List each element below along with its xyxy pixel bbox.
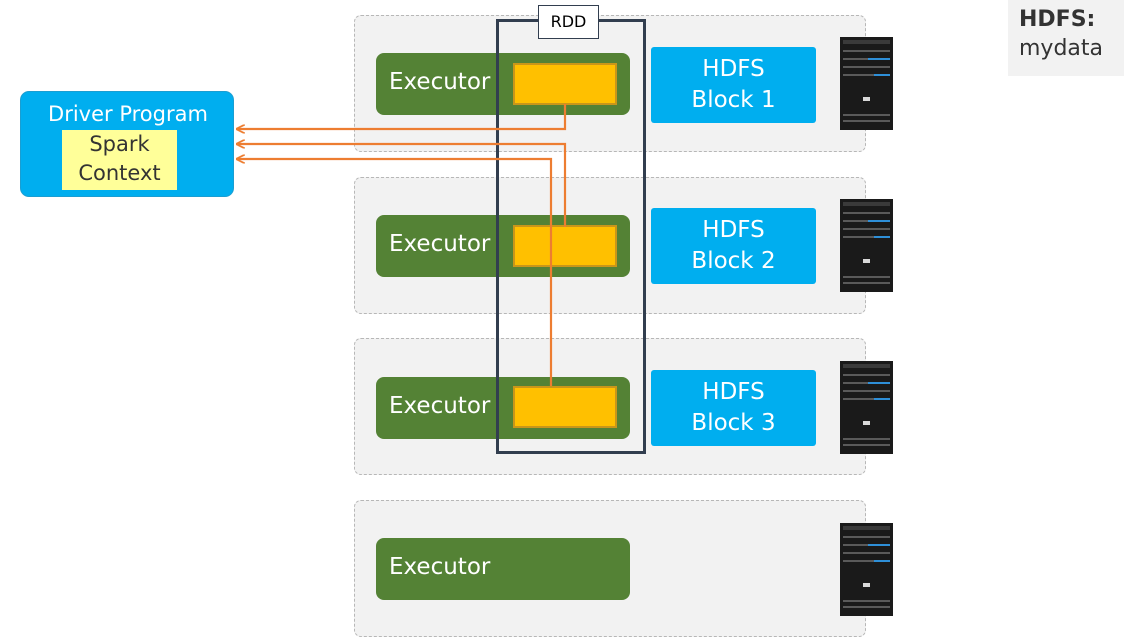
executor-4: Executor <box>376 538 630 600</box>
driver-program-title: Driver Program <box>48 102 208 126</box>
hdfs-block-line2: Block 3 <box>691 410 776 436</box>
driver-program: Driver Program Spark Context <box>20 91 234 197</box>
arrow-partition-3 <box>237 159 553 386</box>
server-rack-icon <box>840 523 893 616</box>
hdfs-block-line2: Block 1 <box>691 87 776 113</box>
executor-label: Executor <box>389 69 491 95</box>
hdfs-file-title: HDFS: <box>1019 7 1096 32</box>
hdfs-block-line1: HDFS <box>702 379 765 405</box>
hdfs-block-1: HDFS Block 1 <box>651 47 816 123</box>
hdfs-block-line2: Block 2 <box>691 248 776 274</box>
hdfs-block-3: HDFS Block 3 <box>651 370 816 446</box>
hdfs-block-2: HDFS Block 2 <box>651 208 816 284</box>
server-rack-icon <box>840 361 893 454</box>
executor-label: Executor <box>389 231 491 257</box>
rdd-label: RDD <box>538 5 599 39</box>
hdfs-block-line1: HDFS <box>702 56 765 82</box>
executor-label: Executor <box>389 393 491 419</box>
spark-context-line1: Spark <box>89 132 150 156</box>
spark-context-line2: Context <box>78 161 161 185</box>
hdfs-file-label: HDFS: mydata <box>1008 0 1124 76</box>
rdd-partition-3 <box>513 386 617 428</box>
spark-context: Spark Context <box>62 130 177 190</box>
server-rack-icon <box>840 199 893 292</box>
server-rack-icon <box>840 37 893 130</box>
arrow-partition-1 <box>237 104 567 129</box>
executor-label: Executor <box>389 554 491 580</box>
rdd-partition-2 <box>513 225 617 267</box>
arrow-partition-2 <box>237 144 567 227</box>
hdfs-block-line1: HDFS <box>702 217 765 243</box>
hdfs-file-name: mydata <box>1019 36 1104 61</box>
